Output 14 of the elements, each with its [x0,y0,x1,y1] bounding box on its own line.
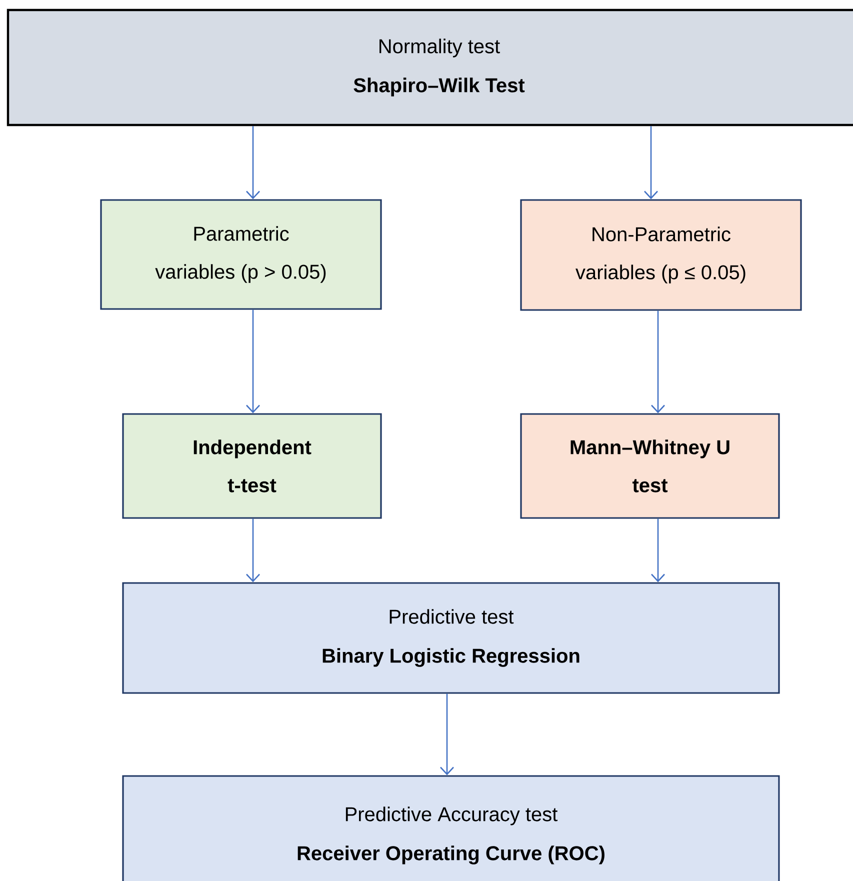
process-box: Parametric variables (p > 0.05) [100,199,382,310]
arrow [651,518,665,582]
arrow [644,126,658,200]
arrow [440,694,454,776]
arrow [246,518,260,582]
arrow [246,310,260,414]
arrow [651,310,665,414]
process-box: Non-Parametric variables (p ≤ 0.05) [520,199,802,311]
arrow [246,126,260,200]
process-box: Predictive Accuracy test Receiver Operating Curve (ROC) [122,775,780,881]
process-box: Predictive test Binary Logistic Regression [122,582,780,694]
process-box: Mann–Whitney U test [520,413,780,519]
process-box: Independent t-test [122,413,382,519]
heading-box: Normality test Shapiro–Wilk Test [6,8,853,126]
